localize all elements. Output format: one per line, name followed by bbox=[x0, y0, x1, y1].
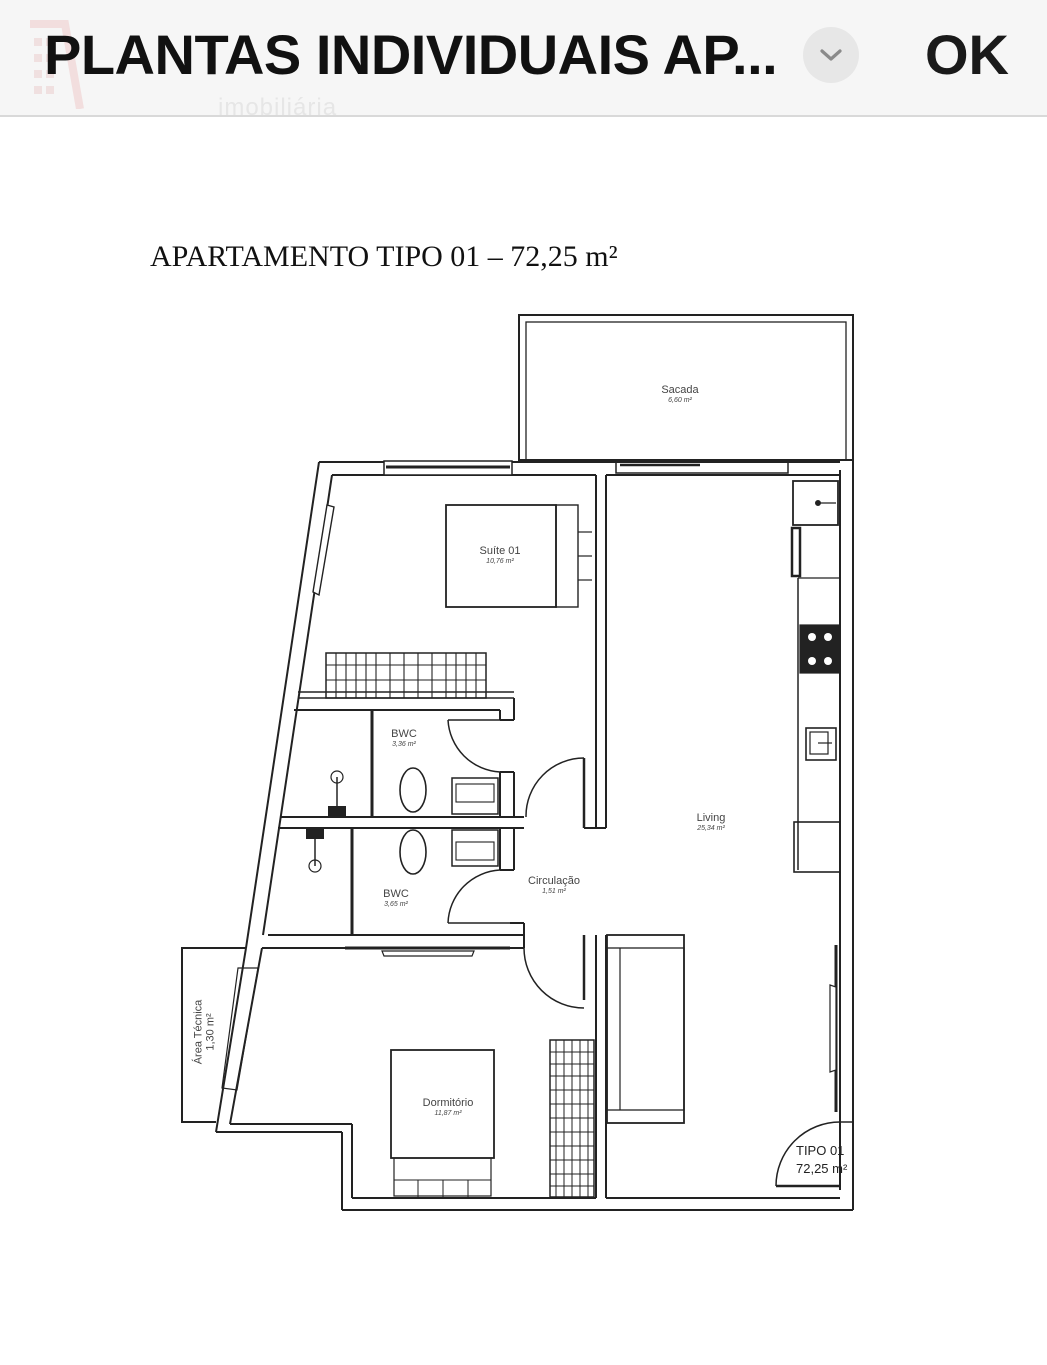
page-title: PLANTAS INDIVIDUAIS AP... bbox=[44, 23, 778, 86]
top-bar: imobiliária PLANTAS INDIVIDUAIS AP... OK bbox=[0, 0, 1047, 121]
room-label-circulacao: Circulação 1,51 m² bbox=[528, 875, 580, 895]
ok-button[interactable]: OK bbox=[925, 23, 1009, 86]
room-label-bwc-1: BWC 3,36 m² bbox=[391, 728, 417, 748]
room-label-dormitorio: Dormitório 11,87 m² bbox=[422, 1097, 474, 1117]
room-label-bwc-2: BWC 3,65 m² bbox=[383, 888, 409, 908]
room-label-living: Living 25,34 m² bbox=[696, 812, 726, 832]
room-label-area-tecnica: Área Técnica 1,30 m² bbox=[192, 999, 216, 1065]
room-label-suite: Suíte 01 10,76 m² bbox=[479, 545, 521, 565]
expand-title-button[interactable] bbox=[803, 27, 859, 83]
room-label-sacada: Sacada 6,60 m² bbox=[661, 384, 699, 404]
document-title: APARTAMENTO TIPO 01 – 72,25 m² bbox=[150, 240, 618, 273]
chevron-down-icon bbox=[820, 49, 842, 61]
unit-stamp: TIPO 01 72,25 m² bbox=[796, 1143, 848, 1176]
